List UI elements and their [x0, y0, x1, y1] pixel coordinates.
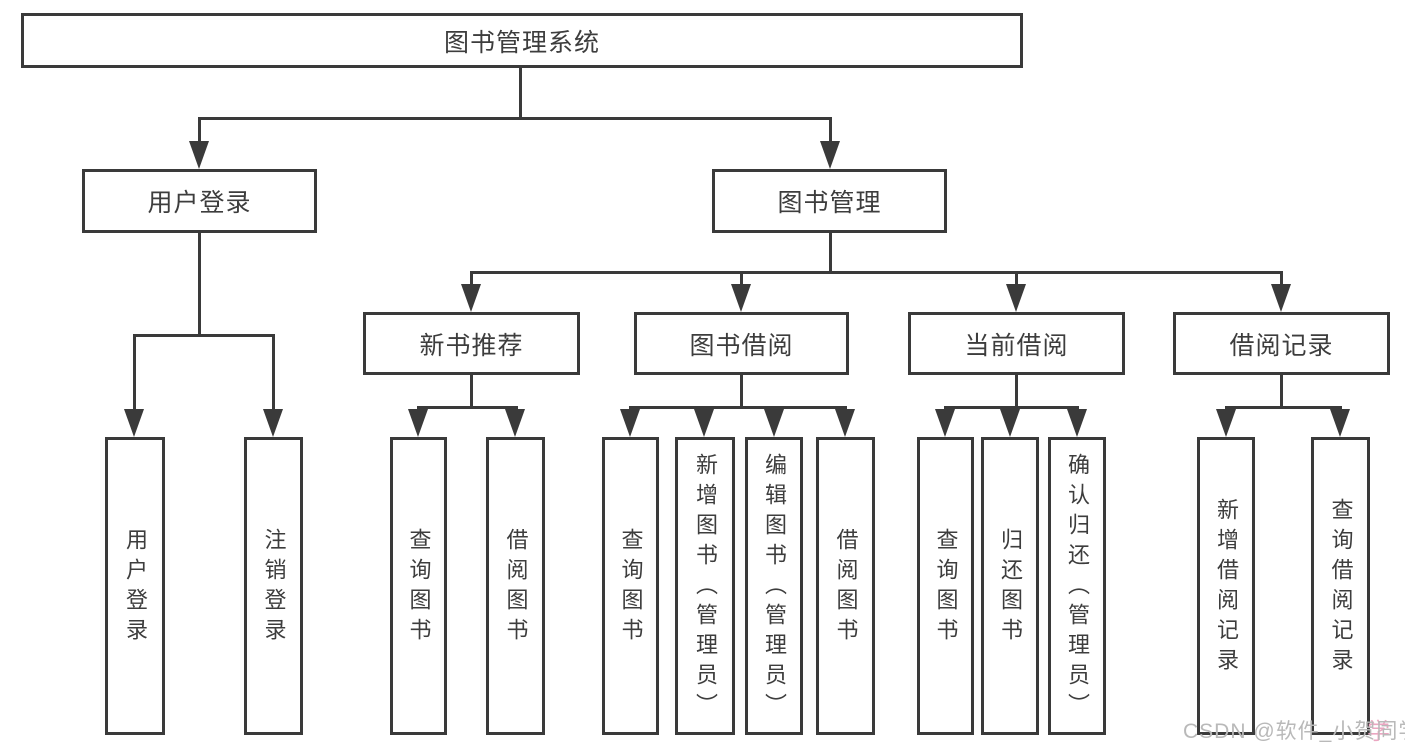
arrowhead-icon — [505, 409, 525, 437]
arrowhead-icon — [694, 409, 714, 437]
node-book-borrow: 图书借阅 — [634, 312, 849, 375]
connector-l3-stem-3 — [1015, 271, 1018, 287]
arrowhead-icon — [764, 409, 784, 437]
node-current-borrow: 当前借阅 — [908, 312, 1125, 375]
node-user-login: 用户登录 — [82, 169, 317, 233]
connector-l3-stem-2 — [740, 271, 743, 287]
leaf-newbooks-borrow: 借阅图书 — [486, 437, 545, 735]
leaf-current-query: 查询图书 — [917, 437, 974, 735]
arrowhead-icon — [1067, 409, 1087, 437]
connector-userlogin-stub — [198, 231, 201, 336]
connector-bookmgmt-stub — [829, 231, 832, 274]
leaf-records-query: 查询借阅记录 — [1311, 437, 1370, 735]
connector-root-stub — [519, 66, 522, 119]
node-book-management: 图书管理 — [712, 169, 947, 233]
connector-leafrail-newbooks — [417, 406, 518, 409]
connector-l3-outstub-4 — [1280, 373, 1283, 408]
node-root: 图书管理系统 — [21, 13, 1023, 68]
arrowhead-icon — [620, 409, 640, 437]
connector-l3-outstub-3 — [1015, 373, 1018, 408]
node-new-book-recommend: 新书推荐 — [363, 312, 580, 375]
leaf-borrow-borrow: 借阅图书 — [816, 437, 875, 735]
connector-leafrail-borrow — [629, 406, 847, 409]
connector-leafrail-records — [1225, 406, 1342, 409]
leaf-logout: 注销登录 — [244, 437, 303, 735]
connector-l3-outstub-1 — [470, 373, 473, 408]
arrowhead-icon — [1216, 409, 1236, 437]
arrowhead-icon — [731, 284, 751, 312]
leaf-newbooks-query: 查询图书 — [390, 437, 447, 735]
arrowhead-icon — [263, 409, 283, 437]
arrowhead-icon — [1271, 284, 1291, 312]
connector-l3-rail — [470, 271, 1282, 274]
connector-l3-stem-1 — [470, 271, 473, 287]
arrowhead-icon — [124, 409, 144, 437]
arrowhead-icon — [1006, 284, 1026, 312]
arrowhead-icon — [820, 141, 840, 169]
connector-l3-outstub-2 — [740, 373, 743, 408]
arrowhead-icon — [408, 409, 428, 437]
leaf-borrow-edit-admin: 编辑图书（管理员） — [745, 437, 803, 735]
connector-userlogin-rail — [133, 334, 275, 337]
connector-userlogin-stem-2 — [272, 334, 275, 412]
arrowhead-icon — [935, 409, 955, 437]
connector-l2-stem-left — [198, 117, 201, 145]
arrowhead-icon — [1330, 409, 1350, 437]
watermark-accent-glyph: 学 — [1367, 718, 1390, 744]
connector-l3-stem-4 — [1280, 271, 1283, 287]
connector-userlogin-stem-1 — [133, 334, 136, 412]
connector-l2-stem-right — [829, 117, 832, 145]
arrowhead-icon — [835, 409, 855, 437]
arrowhead-icon — [1000, 409, 1020, 437]
leaf-borrow-query: 查询图书 — [602, 437, 659, 735]
leaf-borrow-add-admin: 新增图书（管理员） — [675, 437, 735, 735]
arrowhead-icon — [189, 141, 209, 169]
leaf-records-add: 新增借阅记录 — [1197, 437, 1255, 735]
leaf-current-confirm-admin: 确认归还（管理员） — [1048, 437, 1106, 735]
leaf-user-login: 用户登录 — [105, 437, 165, 735]
connector-l2-rail — [198, 117, 832, 120]
leaf-current-return: 归还图书 — [981, 437, 1039, 735]
arrowhead-icon — [461, 284, 481, 312]
watermark: CSDN @软件_小贺同学 — [1183, 720, 1405, 743]
node-borrow-records: 借阅记录 — [1173, 312, 1390, 375]
